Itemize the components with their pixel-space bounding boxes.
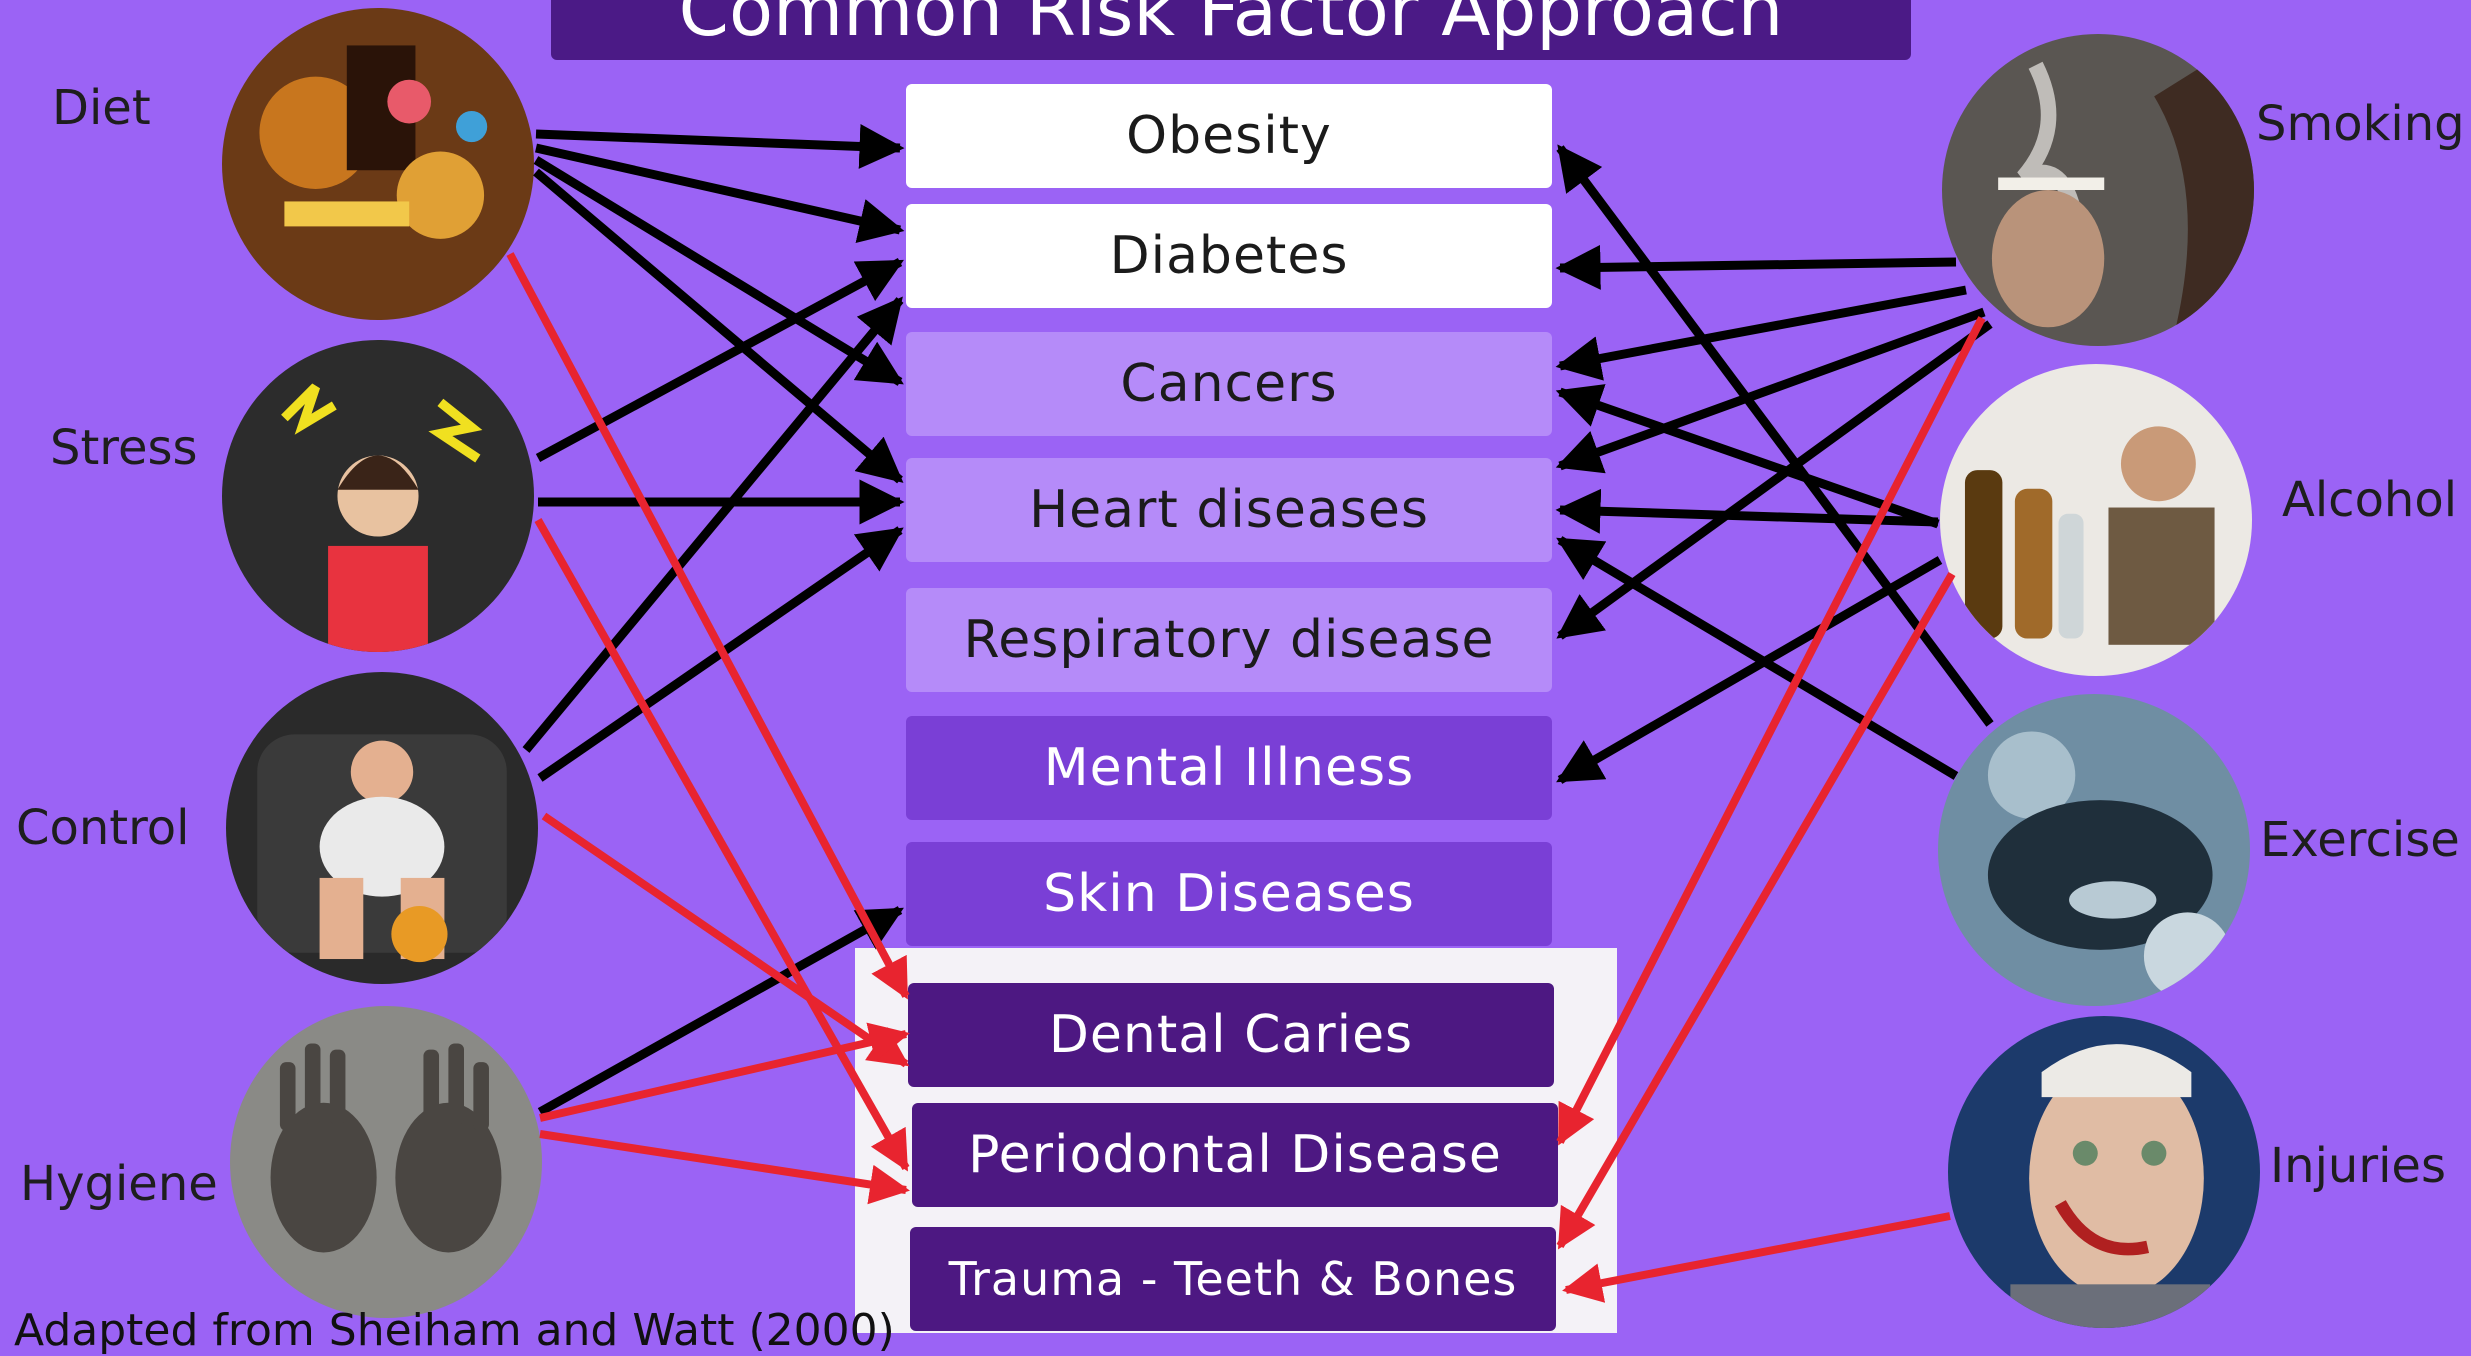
condition-obesity: Obesity <box>906 84 1552 188</box>
arrow-control-diabetes <box>522 296 904 753</box>
arrow-smoking-periodontal <box>1556 316 1986 1146</box>
arrow-alcohol-cancers <box>1555 384 1940 529</box>
smoking-photo <box>1942 34 2254 346</box>
alcohol-photo <box>1940 364 2252 676</box>
label-stress: Stress <box>50 420 198 476</box>
arrow-control-caries <box>541 812 910 1068</box>
arrow-diet-diabetes <box>535 143 905 244</box>
stress-photo <box>222 340 534 652</box>
arrow-diet-caries <box>506 252 910 1000</box>
label-exercise: Exercise <box>2260 812 2460 868</box>
condition-dental-caries: Dental Caries <box>908 983 1554 1087</box>
arrow-diet-obesity <box>535 123 905 169</box>
arrow-stress-periodontal <box>534 518 910 1172</box>
arrow-smoking-heart <box>1555 307 1986 474</box>
label-diet: Diet <box>52 80 151 136</box>
condition-mental-illness: Mental Illness <box>906 716 1552 820</box>
arrow-hygiene-skin <box>537 906 904 1116</box>
arrow-smoking-diabetes <box>1555 244 1957 290</box>
arrow-hygiene-caries <box>539 1022 910 1122</box>
arrow-smoking-cancers <box>1555 285 1967 381</box>
arrow-diet-heart <box>533 168 904 484</box>
condition-diabetes: Diabetes <box>906 204 1552 308</box>
arrow-hygiene-periodontal <box>539 1130 910 1205</box>
condition-periodontal-disease: Periodontal Disease <box>912 1103 1558 1207</box>
injuries-photo <box>1948 1016 2260 1328</box>
condition-cancers: Cancers <box>906 332 1552 436</box>
arrow-alcohol-trauma <box>1556 571 1956 1250</box>
arrow-alcohol-mental <box>1556 556 1943 784</box>
diagram-title: Common Risk Factor Approach <box>551 0 1911 60</box>
source-footnote: Adapted from Sheiham and Watt (2000) <box>14 1305 895 1356</box>
arrow-smoking-respiratory <box>1556 320 1993 640</box>
hygiene-photo <box>230 1006 542 1318</box>
condition-skin-diseases: Skin Diseases <box>906 842 1552 946</box>
arrow-diet-cancers <box>533 156 904 386</box>
exercise-photo <box>1938 694 2250 1006</box>
arrow-exercise-heart <box>1556 536 1959 780</box>
arrow-injuries-trauma <box>1562 1212 1951 1303</box>
label-alcohol: Alcohol <box>2282 472 2458 528</box>
condition-heart-diseases: Heart diseases <box>906 458 1552 562</box>
control-photo <box>226 672 538 984</box>
condition-respiratory-disease: Respiratory disease <box>906 588 1552 692</box>
diet-photo <box>222 8 534 320</box>
label-hygiene: Hygiene <box>20 1156 218 1212</box>
label-control: Control <box>16 800 190 856</box>
label-injuries: Injuries <box>2270 1138 2446 1194</box>
label-smoking: Smoking <box>2256 96 2465 152</box>
condition-trauma-teeth-bones: Trauma - Teeth & Bones <box>910 1227 1556 1331</box>
